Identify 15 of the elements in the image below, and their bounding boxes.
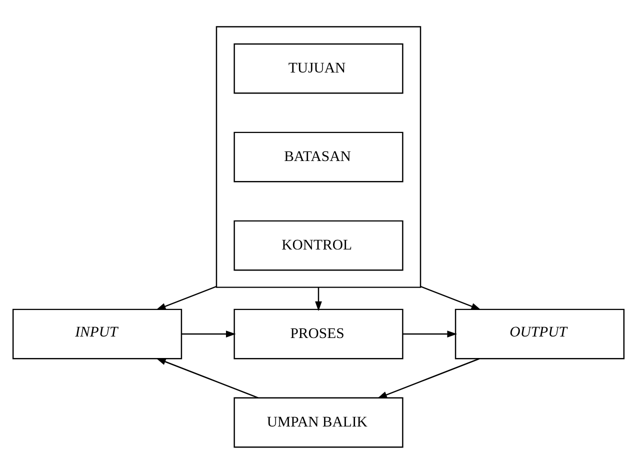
- arrow: [315, 286, 322, 311]
- node-box: UMPAN BALIK: [234, 396, 404, 448]
- arrow: [182, 330, 236, 337]
- arrow: [402, 330, 458, 337]
- node-box: INPUT: [12, 308, 182, 359]
- node-box: PROSES: [234, 308, 404, 359]
- arrow: [420, 285, 482, 310]
- arrow: [156, 358, 258, 398]
- node-box: OUTPUT: [454, 308, 625, 359]
- cluster: [216, 26, 422, 288]
- node-box: TUJUAN: [234, 42, 404, 94]
- node-box: BATASAN: [234, 131, 404, 182]
- arrow: [377, 358, 480, 398]
- node-box: KONTROL: [234, 220, 404, 270]
- arrow: [156, 285, 217, 310]
